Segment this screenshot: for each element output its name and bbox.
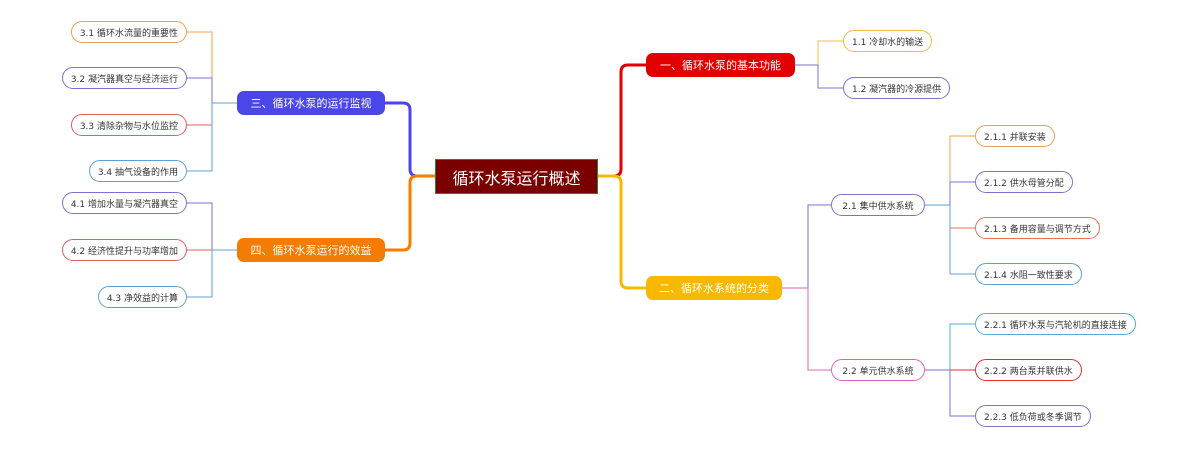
topic-1-2[interactable]: 1.2 凝汽器的冷源提供 (843, 77, 951, 99)
topic-2-1-4[interactable]: 2.1.4 水阻一致性要求 (975, 263, 1082, 285)
topic-2-1-1[interactable]: 2.1.1 并联安装 (975, 125, 1055, 147)
topic-3-4[interactable]: 3.4 抽气设备的作用 (88, 160, 187, 182)
topic-4-3[interactable]: 4.3 净效益的计算 (97, 286, 187, 308)
topic-2-2-2[interactable]: 2.2.2 两台泵并联供水 (975, 359, 1082, 381)
topic-2-2-3[interactable]: 2.2.3 低负荷或冬季调节 (975, 405, 1091, 427)
topic-3-2[interactable]: 3.2 凝汽器真空与经济运行 (61, 67, 187, 89)
topic-4-2[interactable]: 4.2 经济性提升与功率增加 (61, 239, 187, 261)
topic-2-2-1[interactable]: 2.2.1 循环水泵与汽轮机的直接连接 (975, 313, 1136, 335)
topic-2-1[interactable]: 2.1 集中供水系统 (831, 194, 925, 216)
topic-4-1[interactable]: 4.1 增加水量与凝汽器真空 (61, 192, 187, 214)
topic-2-2[interactable]: 2.2 单元供水系统 (831, 359, 925, 381)
branch-basic-functions[interactable]: 一、循环水泵的基本功能 (646, 53, 795, 77)
root-topic[interactable]: 循环水泵运行概述 (435, 159, 598, 194)
branch-operation-monitoring[interactable]: 三、循环水泵的运行监视 (237, 91, 385, 115)
topic-2-1-3[interactable]: 2.1.3 备用容量与调节方式 (975, 217, 1100, 239)
branch-system-classification[interactable]: 二、循环水系统的分类 (646, 276, 782, 300)
topic-2-1-2[interactable]: 2.1.2 供水母管分配 (975, 171, 1073, 193)
topic-3-3[interactable]: 3.3 清除杂物与水位监控 (70, 114, 187, 136)
topic-1-1[interactable]: 1.1 冷却水的输送 (843, 30, 933, 52)
branch-operation-benefits[interactable]: 四、循环水泵运行的效益 (237, 238, 385, 262)
topic-3-1[interactable]: 3.1 循环水流量的重要性 (70, 21, 187, 43)
